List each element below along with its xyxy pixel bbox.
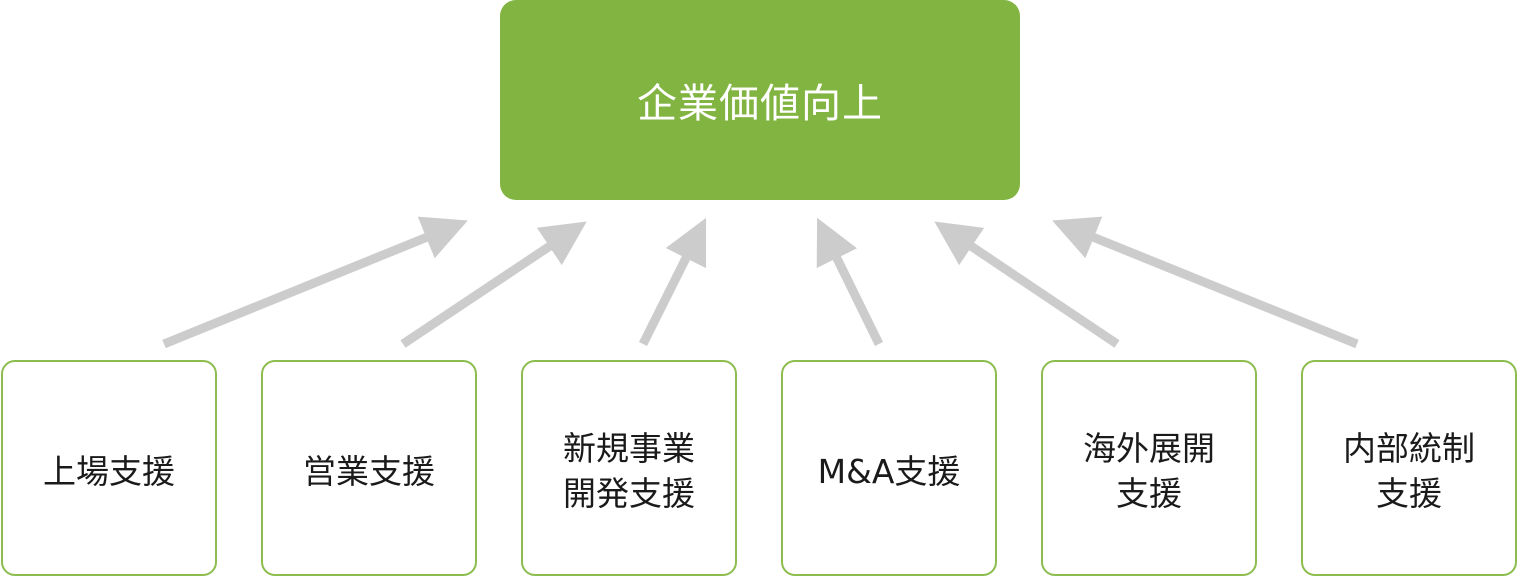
support-label: M&A支援 — [817, 451, 961, 491]
support-box-listing: 上場支援 — [1, 360, 217, 576]
goal-box: 企業価値向上 — [500, 0, 1020, 200]
support-box-ma: M&A支援 — [781, 360, 997, 576]
support-box-sales: 営業支援 — [261, 360, 477, 576]
support-box-new-business: 新規事業 開発支援 — [521, 360, 737, 576]
arrow-5 — [1052, 216, 1359, 349]
arrow-3 — [816, 217, 884, 346]
support-box-overseas: 海外展開 支援 — [1041, 360, 1257, 576]
support-label: 内部統制 支援 — [1343, 429, 1475, 513]
support-label: 上場支援 — [43, 451, 175, 491]
arrow-4 — [934, 221, 1120, 348]
support-label: 営業支援 — [303, 451, 435, 491]
arrow-0 — [162, 216, 468, 349]
support-box-internal-control: 内部統制 支援 — [1301, 360, 1517, 576]
goal-label: 企業価値向上 — [637, 81, 883, 127]
support-label: 新規事業 開発支援 — [563, 429, 695, 513]
arrow-2 — [638, 217, 707, 347]
support-label: 海外展開 支援 — [1083, 429, 1215, 513]
arrow-1 — [400, 221, 587, 348]
